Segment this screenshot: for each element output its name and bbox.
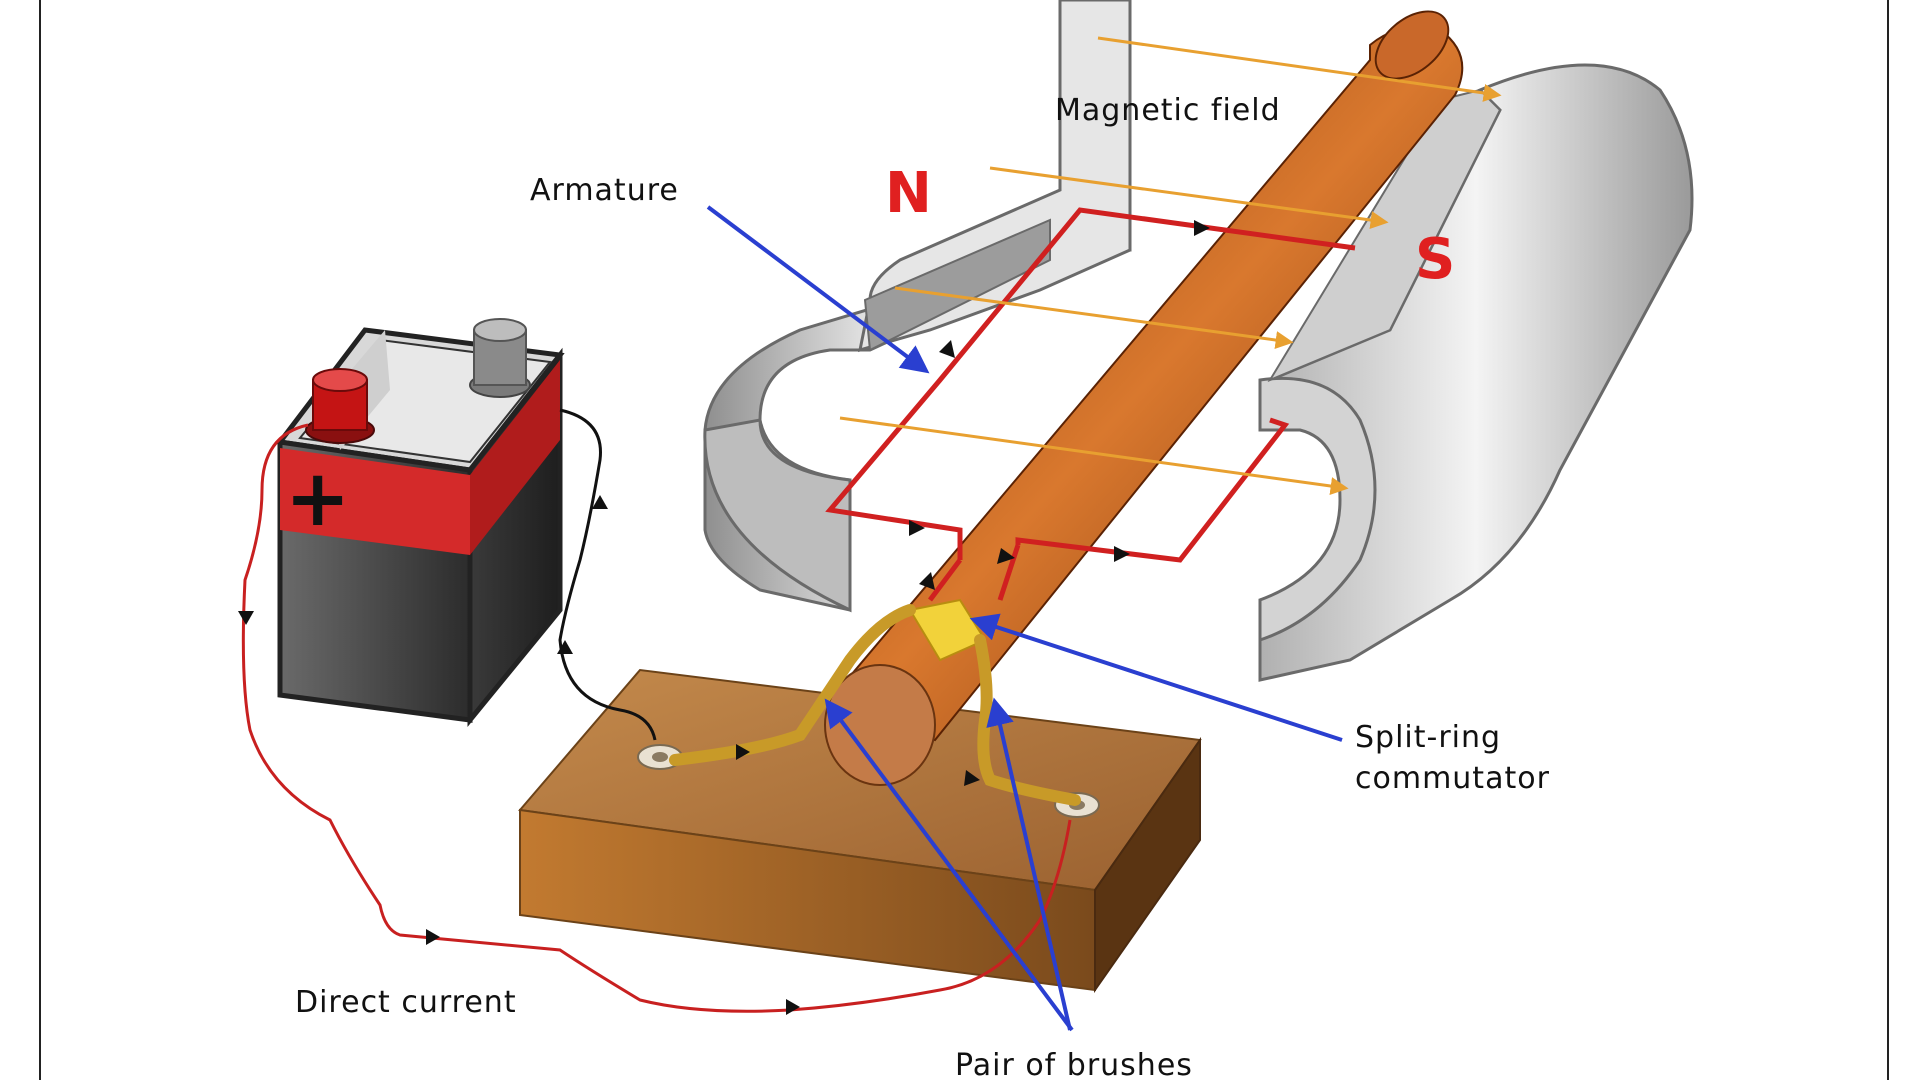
- south-pole-label: S: [1415, 227, 1455, 292]
- coil-current-arrows: [909, 220, 1210, 590]
- plus-sign: +: [285, 454, 350, 544]
- south-magnet: [1258, 63, 1694, 682]
- label-magnetic-field: Magnetic field: [1055, 93, 1281, 128]
- circuit-wires: [241, 408, 1072, 1013]
- label-commutator-line1: Split-ring: [1355, 720, 1501, 755]
- north-magnet: [703, 0, 1132, 613]
- positive-terminal: [305, 368, 375, 444]
- wire-current-arrows: [238, 495, 980, 1015]
- negative-terminal: [469, 318, 531, 398]
- armature-coil: [825, 207, 1356, 602]
- label-armature: Armature: [530, 173, 679, 208]
- north-pole-label: N: [885, 161, 932, 226]
- pointer-lines: [706, 205, 1343, 1032]
- armature-shaft: [824, 10, 1464, 786]
- label-direct-current: Direct current: [295, 985, 517, 1020]
- magnetic-field-lines: [839, 36, 1502, 495]
- label-commutator-line2: commutator: [1355, 761, 1550, 796]
- label-pair-of-brushes: Pair of brushes: [955, 1048, 1193, 1080]
- battery: +: [275, 318, 565, 728]
- figure-frame: [39, 0, 1889, 1080]
